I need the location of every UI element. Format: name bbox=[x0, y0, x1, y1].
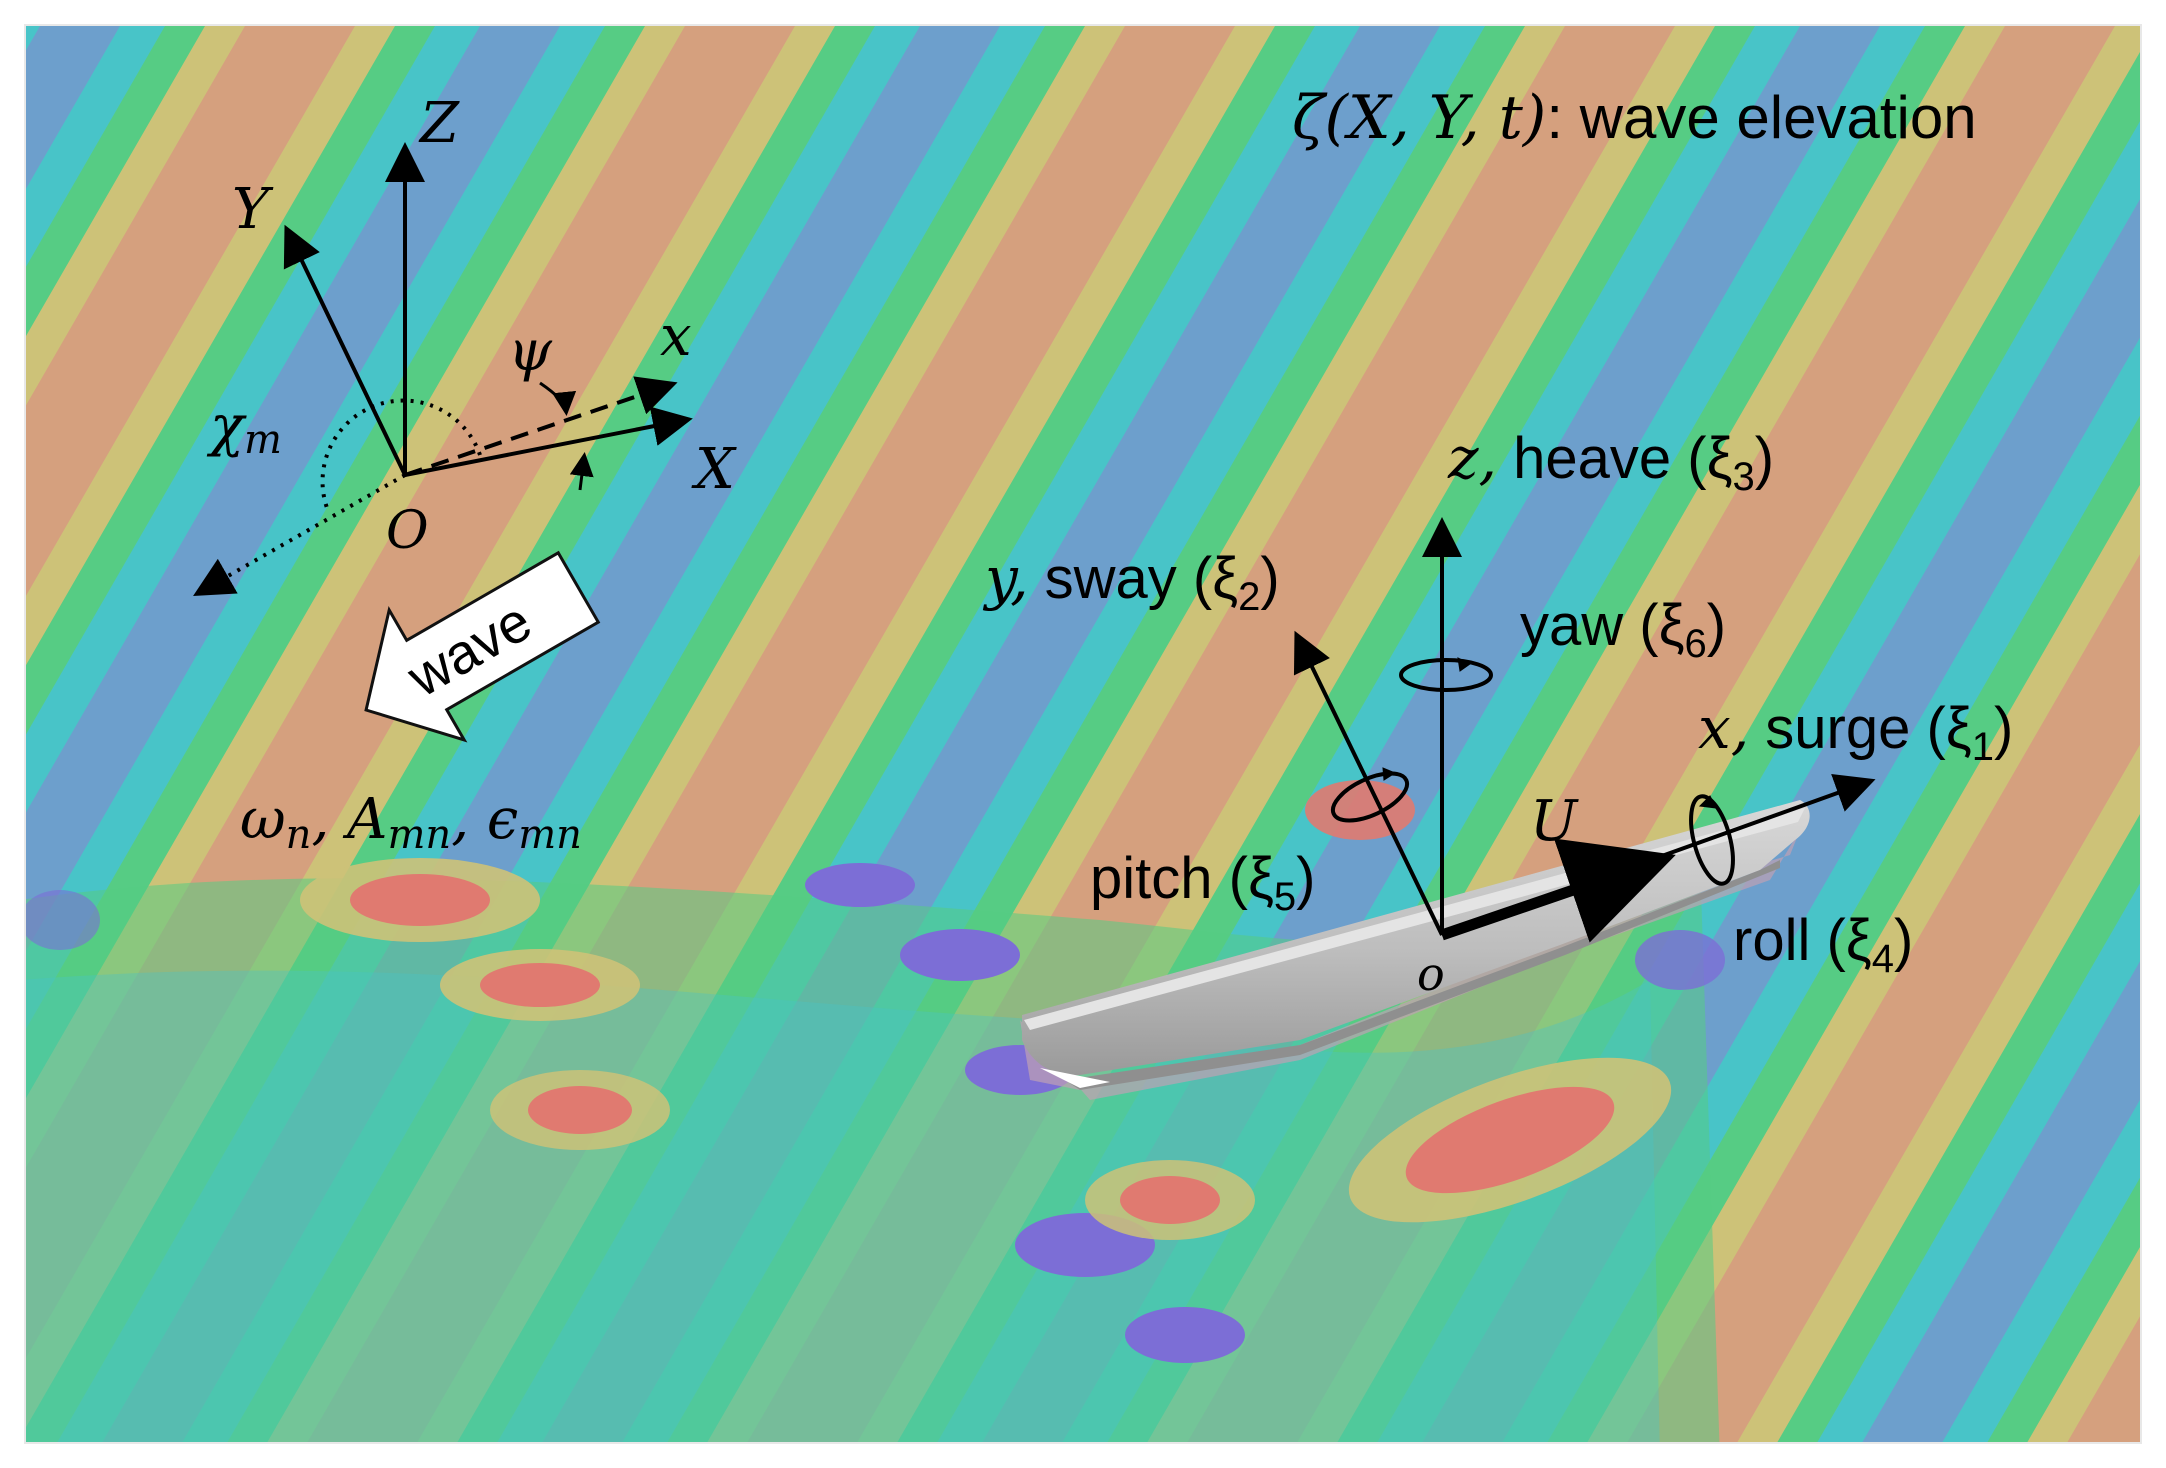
X-label: X bbox=[691, 437, 737, 502]
heave-label: z, heave (ξ3) bbox=[1447, 424, 1774, 499]
x-label: x bbox=[660, 304, 692, 369]
roll-rotation-icon bbox=[1689, 794, 1735, 886]
pitch-label: pitch (ξ5) bbox=[1090, 846, 1316, 919]
pitch-rotation-icon bbox=[1330, 771, 1410, 823]
origin-O-label: O bbox=[386, 501, 429, 561]
roll-rotation-head bbox=[1698, 795, 1717, 809]
yaw-label: yaw (ξ6) bbox=[1520, 593, 1726, 666]
wave-direction-arrow bbox=[364, 550, 601, 743]
yaw-rotation-head bbox=[1457, 657, 1471, 672]
pitch-rotation-head bbox=[1382, 767, 1397, 781]
Z-label: Z bbox=[418, 91, 460, 156]
psi-angle-arrow-lower bbox=[569, 452, 594, 491]
psi-label: ψ bbox=[508, 319, 553, 384]
wave-params-label: ωn, Amn, ϵmn bbox=[240, 787, 582, 858]
y-body-axis bbox=[1293, 630, 1444, 936]
yaw-rotation-icon bbox=[1399, 658, 1493, 692]
psi-angle-arrow bbox=[539, 381, 577, 416]
surge-label: x, surge (ξ1) bbox=[1698, 694, 2013, 769]
Y-label: Y bbox=[232, 177, 274, 242]
sway-label: y, sway (ξ2) bbox=[982, 544, 1280, 619]
labels: ζ(X, Y, t): wave elevation Z Y X x ψ χm … bbox=[206, 83, 2013, 1001]
wave-elevation-label: ζ(X, Y, t): wave elevation bbox=[1292, 83, 1977, 153]
U-label: U bbox=[1530, 789, 1579, 854]
Y-axis bbox=[283, 224, 407, 476]
x-axis-dashed bbox=[404, 376, 678, 477]
U-velocity-vector bbox=[1440, 838, 1676, 943]
roll-label: roll (ξ4) bbox=[1733, 908, 1913, 981]
global-coordinate-system bbox=[193, 142, 693, 596]
chi-m-label: χm bbox=[206, 394, 282, 463]
origin-o-label: o bbox=[1417, 947, 1445, 1001]
body-coordinate-system bbox=[1293, 517, 1876, 943]
X-axis bbox=[404, 406, 693, 477]
